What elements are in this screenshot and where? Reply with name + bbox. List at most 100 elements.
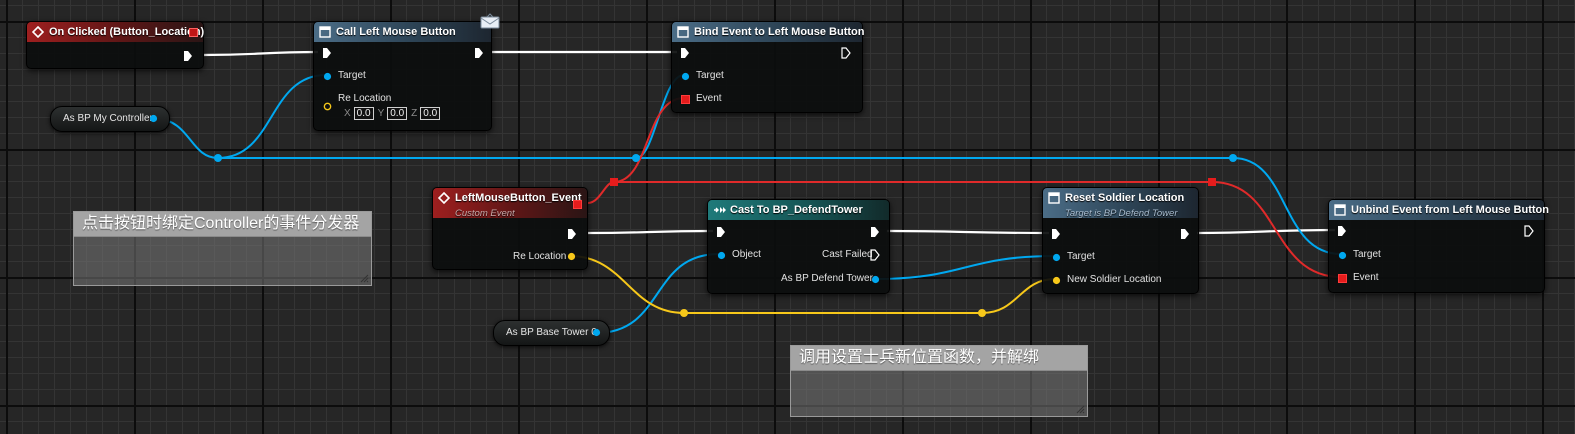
exec-input-pin[interactable] (716, 226, 726, 238)
cast-arrows-icon (714, 207, 726, 213)
target-label: Target (338, 70, 366, 81)
reset-soldier-location-node[interactable]: Reset Soldier Location Target is BP Defe… (1042, 187, 1199, 294)
function-icon (319, 26, 331, 38)
node-header[interactable]: Cast To BP_DefendTower (708, 200, 889, 220)
z-axis-label: Z (411, 108, 418, 119)
x-axis-label: X (344, 108, 351, 119)
exec-output-pin[interactable] (870, 226, 880, 238)
reroute-knot (1208, 178, 1216, 186)
comment-title[interactable]: 点击按钮时绑定Controller的事件分发器 (74, 212, 371, 237)
object-output-pin[interactable] (871, 275, 880, 284)
y-axis-label: Y (377, 108, 385, 119)
reroute-knot (610, 178, 618, 186)
variable-label: As BP Base Tower 0 (506, 327, 597, 338)
node-title: Call Left Mouse Button (336, 26, 456, 38)
exec-wire (203, 50, 319, 57)
exec-input-pin[interactable] (1337, 225, 1347, 237)
exec-output-pin[interactable] (474, 47, 484, 59)
event-label: Event (696, 93, 722, 104)
event-diamond-icon (32, 26, 44, 38)
node-subtitle: Target is BP Defend Tower (1065, 208, 1178, 219)
target-label: Target (1353, 249, 1381, 260)
object-input-pin[interactable] (1338, 251, 1347, 260)
resize-grip-icon[interactable] (1075, 404, 1085, 414)
function-icon (677, 26, 689, 38)
exec-input-pin[interactable] (680, 47, 690, 59)
node-title: Bind Event to Left Mouse Button (694, 26, 865, 38)
as-defend-tower-label: As BP Defend Tower (781, 273, 873, 284)
exec-output-pin[interactable] (1524, 225, 1534, 237)
resize-grip-icon[interactable] (359, 273, 369, 283)
node-title: On Clicked (Button_Location) (49, 26, 205, 38)
node-subtitle: Custom Event (455, 208, 515, 219)
vector-input-pin[interactable] (323, 102, 332, 111)
target-label: Target (696, 70, 724, 81)
exec-output-pin[interactable] (841, 47, 851, 59)
comment-title[interactable]: 调用设置士兵新位置函数，并解绑 (791, 346, 1087, 371)
object-input-pin[interactable] (717, 251, 726, 260)
reroute-knot (978, 309, 986, 317)
unbind-event-node[interactable]: Unbind Event from Left Mouse Button Targ… (1328, 199, 1549, 293)
exec-wire (886, 229, 1050, 235)
object-input-pin[interactable] (323, 72, 332, 81)
cast-failed-label: Cast Failed (822, 249, 873, 260)
call-left-mouse-button-node[interactable]: Call Left Mouse Button Target Re Locatio… (313, 21, 492, 131)
delegate-input-pin[interactable] (681, 95, 690, 104)
delegate-wire (587, 181, 615, 204)
reroute-knot (680, 309, 688, 317)
reroute-knot (632, 154, 640, 162)
base-tower-variable-node[interactable]: As BP Base Tower 0 (493, 320, 610, 346)
message-envelope-icon (480, 13, 500, 29)
object-input-pin[interactable] (681, 72, 690, 81)
node-header[interactable]: Unbind Event from Left Mouse Button (1329, 200, 1549, 220)
new-soldier-location-label: New Soldier Location (1067, 274, 1162, 285)
exec-output-pin[interactable] (1180, 228, 1190, 240)
z-value-input[interactable]: 0.0 (420, 107, 441, 120)
delegate-wire (1211, 181, 1342, 278)
delegate-output-pin[interactable] (573, 200, 582, 209)
re-location-label: Re Location (513, 251, 567, 262)
object-wire (595, 253, 720, 334)
node-header[interactable]: Bind Event to Left Mouse Button (672, 22, 865, 42)
vector-input-pin[interactable] (1052, 276, 1061, 285)
node-header[interactable]: Reset Soldier Location Target is BP Defe… (1043, 188, 1198, 219)
node-header[interactable]: On Clicked (Button_Location) (27, 22, 205, 42)
reroute-knot (1229, 154, 1237, 162)
exec-wire (1196, 228, 1336, 235)
function-icon (1048, 192, 1060, 204)
node-header[interactable]: LeftMouseButton_Event Custom Event (433, 188, 587, 219)
exec-input-pin[interactable] (1051, 228, 1061, 240)
exec-input-pin[interactable] (322, 47, 332, 59)
bind-event-node[interactable]: Bind Event to Left Mouse Button Target E… (671, 21, 865, 113)
node-title: Cast To BP_DefendTower (730, 204, 863, 216)
exec-output-pin[interactable] (567, 228, 577, 240)
comment-box-reset[interactable]: 调用设置士兵新位置函数，并解绑 (790, 345, 1088, 417)
node-title: LeftMouseButton_Event (455, 192, 582, 204)
y-value-input[interactable]: 0.0 (387, 107, 408, 120)
node-header[interactable]: Call Left Mouse Button (314, 22, 491, 42)
delegate-input-pin[interactable] (1338, 274, 1347, 283)
object-output-pin[interactable] (592, 328, 601, 337)
on-clicked-node[interactable]: On Clicked (Button_Location) (26, 21, 204, 69)
delegate-output-pin[interactable] (189, 28, 198, 37)
exec-output-pin[interactable] (183, 50, 193, 62)
event-label: Event (1353, 272, 1379, 283)
cast-to-defend-tower-node[interactable]: Cast To BP_DefendTower Object Cast Faile… (707, 199, 890, 294)
object-input-pin[interactable] (1052, 253, 1061, 262)
vector-output-pin[interactable] (567, 252, 576, 261)
variable-label: As BP My Controller (63, 113, 153, 124)
comment-box-bind[interactable]: 点击按钮时绑定Controller的事件分发器 (73, 211, 372, 286)
controller-variable-node[interactable]: As BP My Controller (50, 106, 170, 132)
left-mouse-button-event-node[interactable]: LeftMouseButton_Event Custom Event Re Lo… (432, 187, 588, 270)
event-diamond-icon (438, 192, 450, 204)
node-title: Unbind Event from Left Mouse Button (1351, 204, 1549, 216)
object-output-pin[interactable] (149, 114, 158, 123)
exec-failed-output-pin[interactable] (870, 249, 880, 261)
x-value-input[interactable]: 0.0 (353, 107, 374, 120)
object-label: Object (732, 249, 761, 260)
re-location-label: Re Location (338, 93, 392, 104)
object-wire (874, 255, 1056, 280)
object-wire (1232, 157, 1342, 255)
node-title: Reset Soldier Location (1065, 192, 1185, 204)
function-icon (1334, 204, 1346, 216)
